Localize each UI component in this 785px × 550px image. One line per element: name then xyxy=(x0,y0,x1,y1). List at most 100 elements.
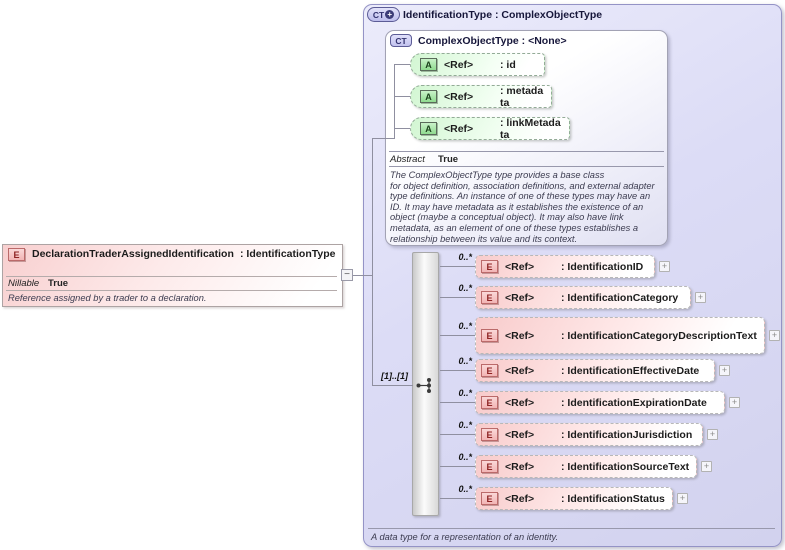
element-name: : IdentificationJurisdiction xyxy=(561,428,693,441)
expand-icon[interactable]: + xyxy=(707,429,718,440)
element-ref: <Ref> xyxy=(505,291,535,304)
attribute-name: : metadata xyxy=(500,84,544,109)
divider xyxy=(389,151,664,152)
connector-line xyxy=(353,275,373,276)
occurs-label: 0..* xyxy=(458,452,472,462)
connector-line xyxy=(440,266,475,267)
element-node-IdentificationStatus[interactable]: E <Ref> : IdentificationStatus xyxy=(475,487,673,510)
base-type-title: ComplexObjectType : <None> xyxy=(418,35,567,47)
complex-type-global-icon: CT + xyxy=(367,7,400,22)
abstract-value: True xyxy=(438,154,459,165)
expand-icon[interactable]: + xyxy=(695,292,706,303)
connector-line xyxy=(440,297,475,298)
element-icon: E xyxy=(481,492,498,505)
sequence-icon xyxy=(415,377,435,399)
attribute-name: : linkMetadata xyxy=(500,116,561,141)
element-icon: E xyxy=(481,396,498,409)
divider xyxy=(6,276,337,277)
abstract-label: Abstract xyxy=(390,154,425,165)
attribute-node-linkMetadata[interactable]: A <Ref> : linkMetadata xyxy=(410,116,570,141)
divider xyxy=(368,528,775,529)
nillable-value: True xyxy=(48,278,69,289)
connector-line xyxy=(440,434,475,435)
element-icon: E xyxy=(8,248,25,261)
expand-icon[interactable]: + xyxy=(701,461,712,472)
divider xyxy=(6,290,337,291)
complex-type-title: IdentificationType : ComplexObjectType xyxy=(403,9,603,21)
ct-badge-label: CT xyxy=(372,9,385,20)
sequence-cardinality-label: [1]..[1] xyxy=(381,371,408,381)
collapse-toggle-icon[interactable]: − xyxy=(341,269,353,281)
element-name: : IdentificationCategory xyxy=(561,291,679,304)
element-ref: <Ref> xyxy=(505,428,535,441)
element-icon: E xyxy=(481,364,498,377)
expand-icon[interactable]: + xyxy=(677,493,688,504)
element-ref: <Ref> xyxy=(505,460,535,473)
occurs-label: 0..* xyxy=(458,252,472,262)
element-icon: E xyxy=(481,428,498,441)
connector-line xyxy=(440,402,475,403)
element-node-IdentificationJurisdiction[interactable]: E <Ref> : IdentificationJurisdiction xyxy=(475,423,703,446)
element-icon: E xyxy=(481,291,498,304)
connector-line xyxy=(394,96,411,97)
element-description: Reference assigned by a trader to a decl… xyxy=(8,293,207,303)
connector-line xyxy=(372,385,413,386)
element-node-IdentificationEffectiveDate[interactable]: E <Ref> : IdentificationEffectiveDate xyxy=(475,359,715,382)
element-node-IdentificationID[interactable]: E <Ref> : IdentificationID xyxy=(475,255,655,278)
attribute-name: : id xyxy=(500,58,516,71)
element-name: : IdentificationExpirationDate xyxy=(561,396,707,409)
occurs-label: 0..* xyxy=(458,356,472,366)
connector-line xyxy=(440,370,475,371)
attribute-ref: <Ref> xyxy=(444,90,474,103)
attribute-ref: <Ref> xyxy=(444,122,474,135)
global-plus-icon: + xyxy=(385,10,395,19)
element-icon: E xyxy=(481,460,498,473)
element-node-IdentificationExpirationDate[interactable]: E <Ref> : IdentificationExpirationDate xyxy=(475,391,725,414)
attribute-node-id[interactable]: A <Ref> : id xyxy=(410,53,545,76)
sequence-compositor-bar[interactable] xyxy=(412,252,439,516)
element-name: : IdentificationSourceText xyxy=(561,460,690,473)
expand-icon[interactable]: + xyxy=(659,261,670,272)
occurs-label: 0..* xyxy=(458,420,472,430)
content-model-line xyxy=(372,138,373,386)
base-type-description: The ComplexObjectType type provides a ba… xyxy=(390,170,655,244)
element-ref: <Ref> xyxy=(505,329,535,342)
connector-line xyxy=(440,466,475,467)
element-box-DeclarationTraderAssignedIdentification[interactable] xyxy=(2,244,343,307)
expand-icon[interactable]: + xyxy=(729,397,740,408)
element-node-IdentificationSourceText[interactable]: E <Ref> : IdentificationSourceText xyxy=(475,455,697,478)
expand-icon[interactable]: + xyxy=(719,365,730,376)
element-ref: <Ref> xyxy=(505,364,535,377)
connector-line xyxy=(372,138,395,139)
type-annotation: A data type for a representation of an i… xyxy=(371,532,559,542)
connector-line xyxy=(440,335,475,336)
expand-icon[interactable]: + xyxy=(769,330,780,341)
nillable-label: Nillable xyxy=(8,278,40,289)
element-ref: <Ref> xyxy=(505,492,535,505)
divider xyxy=(389,166,664,167)
attribute-icon: A xyxy=(420,90,437,103)
attribute-bracket-line xyxy=(394,64,395,139)
element-header: E DeclarationTraderAssignedIdentificatio… xyxy=(8,248,335,261)
element-type: : IdentificationType xyxy=(240,248,336,260)
occurs-label: 0..* xyxy=(458,283,472,293)
element-icon: E xyxy=(481,260,498,273)
element-name: : IdentificationEffectiveDate xyxy=(561,364,700,377)
connector-line xyxy=(440,498,475,499)
element-icon: E xyxy=(481,329,498,342)
element-node-IdentificationCategoryDescriptionText[interactable]: E <Ref> : IdentificationCategoryDescript… xyxy=(475,317,765,354)
attribute-icon: A xyxy=(420,122,437,135)
element-ref: <Ref> xyxy=(505,396,535,409)
element-node-IdentificationCategory[interactable]: E <Ref> : IdentificationCategory xyxy=(475,286,691,309)
connector-line xyxy=(394,128,411,129)
occurs-label: 0..* xyxy=(458,388,472,398)
attribute-node-metadata[interactable]: A <Ref> : metadata xyxy=(410,84,552,109)
complex-type-icon: CT xyxy=(390,34,412,47)
element-name: : IdentificationStatus xyxy=(561,492,665,505)
element-name: : IdentificationCategoryDescriptionText xyxy=(561,329,757,342)
element-name: DeclarationTraderAssignedIdentification xyxy=(32,248,234,260)
element-name: : IdentificationID xyxy=(561,260,644,273)
attribute-ref: <Ref> xyxy=(444,58,474,71)
occurs-label: 0..* xyxy=(458,484,472,494)
